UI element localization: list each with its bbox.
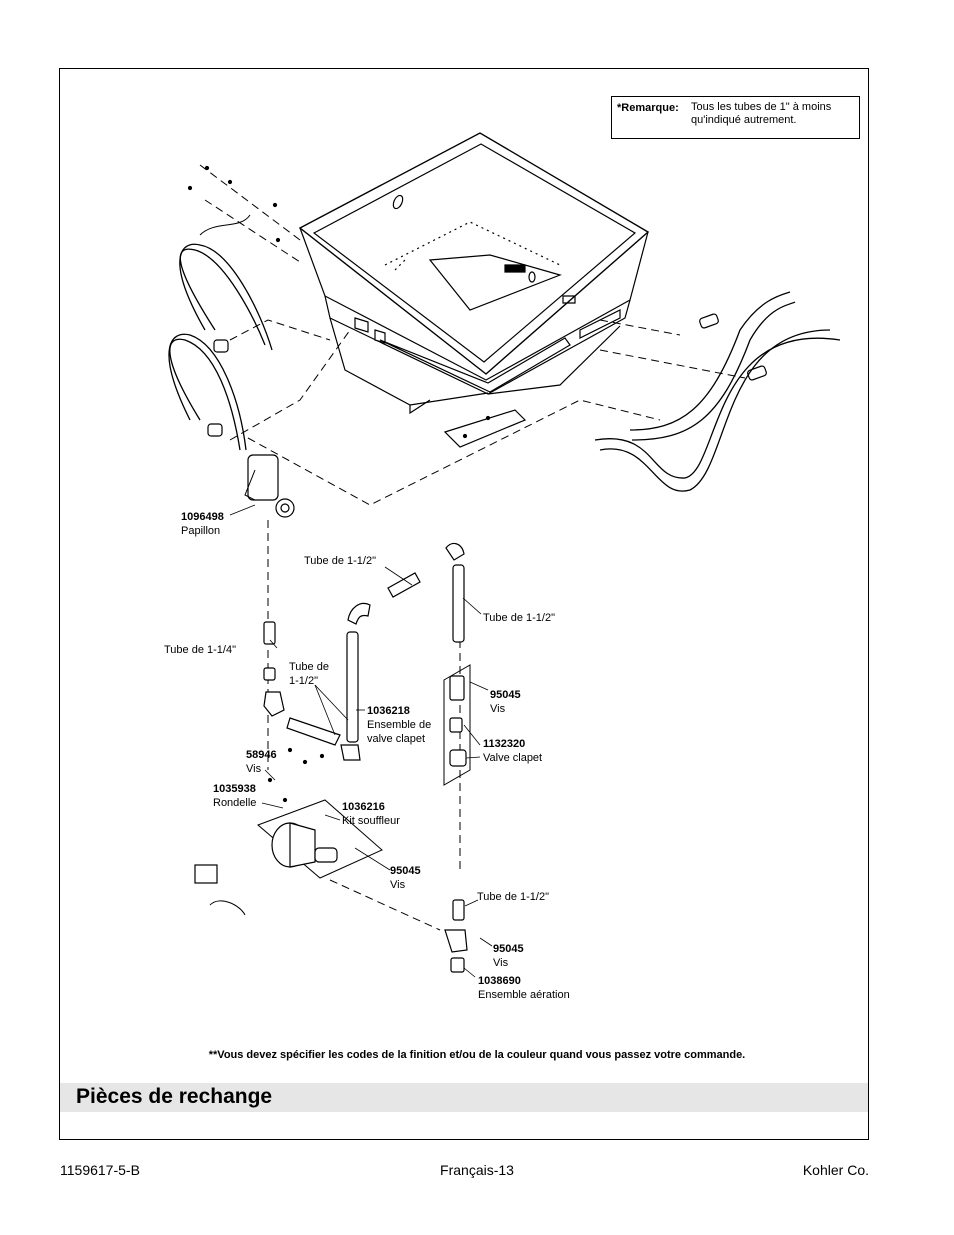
part-code: 1036216 [342,801,385,813]
callout-screw-95045-c: 95045 Vis [493,942,524,970]
part-code: 95045 [390,865,421,877]
part-code: 1036218 [367,705,410,717]
part-code: 1035938 [213,783,256,795]
callout-papillon: 1096498 Papillon [181,510,224,538]
part-code: 1132320 [483,738,526,750]
footer-company: Kohler Co. [802,1162,869,1178]
callout-screw-95045-b: 95045 Vis [390,864,421,892]
part-name: Valve clapet [483,752,543,764]
part-name: Vis [246,763,262,775]
part-name: Vis [390,879,406,891]
callout-tube-b: Tube de 1-1/2" [483,612,555,624]
page-frame [59,68,869,1140]
part-name: valve clapet [367,733,426,745]
part-name: Rondelle [213,797,257,809]
section-band: Pièces de rechange [60,1083,868,1112]
note-label: *Remarque: [617,102,679,114]
part-name: Vis [493,957,509,969]
part-code: 1038690 [478,975,521,987]
tube-c-line-2: 1-1/2" [289,675,318,687]
callout-tube-c: Tube de 1-1/2" [289,660,329,688]
part-code: 95045 [493,943,524,955]
part-code: 58946 [246,749,277,761]
callout-screw-95045-a: 95045 Vis [490,688,521,716]
callout-washer: 1035938 Rondelle [213,782,256,810]
callout-screw-58946: 58946 Vis [246,748,277,776]
bathtub-drawing [298,132,650,448]
callout-tube-d: Tube de 1-1/2" [477,891,549,903]
part-name: Kit souffleur [342,815,400,827]
footer-page-label: Français-13 [440,1162,514,1178]
callout-tube-1-1-4: Tube de 1-1/4" [164,644,236,656]
part-code: 95045 [490,689,521,701]
part-code: 1096498 [181,511,224,523]
note-text: Tous les tubes de 1" à moins qu'indiqué … [691,101,832,126]
part-name: Vis [490,703,506,715]
part-name: Papillon [181,525,221,537]
section-title: Pièces de rechange [76,1085,273,1108]
footer-document-number: 1159617-5-B [60,1162,140,1178]
callout-valve-1132320: 1132320 Valve clapet [483,737,542,765]
callout-tube-a: Tube de 1-1/2" [304,555,376,567]
note-box: *Remarque: Tous les tubes de 1" à moins … [611,96,860,139]
part-name: Ensemble aération [478,989,570,1001]
callout-valve-kit: 1036218 Ensemble de valve clapet [367,704,431,746]
part-name: Ensemble de [367,719,432,731]
callout-aeration: 1038690 Ensemble aération [478,974,570,1002]
tube-c-line-1: Tube de [289,661,329,673]
callout-blower-kit: 1036216 Kit souffleur [342,800,400,828]
ordering-footnote: **Vous devez spécifier les codes de la f… [208,1049,746,1061]
